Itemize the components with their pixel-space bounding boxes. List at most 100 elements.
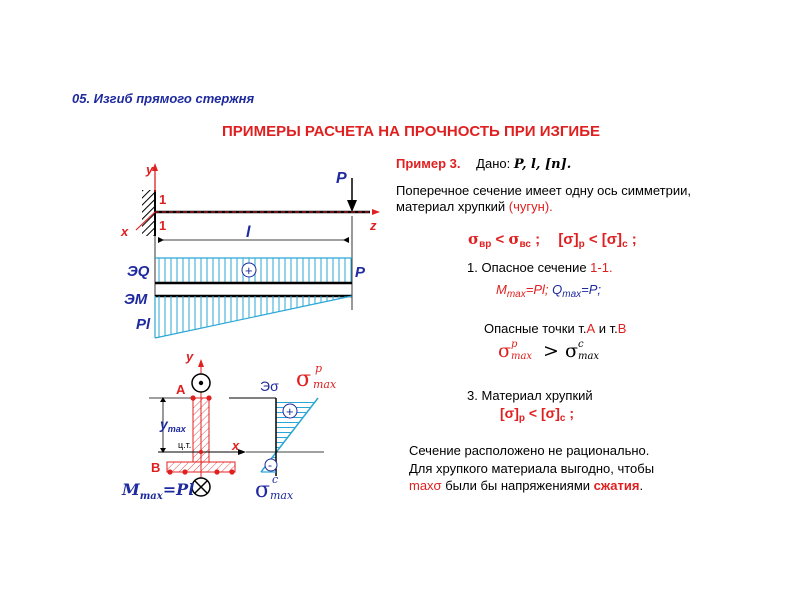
allowable-stress: [σ] xyxy=(500,405,519,421)
shear-plus: + xyxy=(245,263,253,278)
description-line1: Поперечное сечение имеет одну ось симмет… xyxy=(396,183,691,198)
description-text: материал хрупкий xyxy=(396,199,509,214)
points-text: и т. xyxy=(595,321,618,336)
load-label: P xyxy=(336,170,347,187)
dimension-arrow xyxy=(343,237,349,243)
conclusion-text: были бы напряжениями xyxy=(441,478,594,493)
section-header: 05. Изгиб прямого стержня xyxy=(72,91,255,106)
moment-base: M xyxy=(121,480,141,499)
stress-plus: + xyxy=(286,404,294,419)
step1-text: 1. Опасное сечение xyxy=(467,260,591,275)
section-y-label: y xyxy=(185,349,194,364)
moment-symbol: M xyxy=(496,282,507,297)
moment-max-label: Mmax=Pl xyxy=(121,480,194,502)
operator: < xyxy=(491,231,509,248)
sigma-tension: σ xyxy=(296,367,311,392)
sub-text: с xyxy=(622,239,628,250)
description-line2: материал хрупкий (чугун). xyxy=(396,199,553,214)
ymax-label: ymax xyxy=(159,416,187,434)
beam-scheme: y x z 1 1 l P xyxy=(120,162,380,338)
point-a-label: А xyxy=(586,321,596,336)
point-b-marker xyxy=(214,469,220,475)
operator: < xyxy=(584,231,602,248)
cross-icon xyxy=(194,480,208,494)
dot-icon xyxy=(198,380,204,386)
sigma-tension-sup: p xyxy=(315,362,322,375)
allowable-stress: [σ] xyxy=(601,231,623,248)
conclusion-line1: Сечение расположено не рационально. xyxy=(409,443,650,458)
z-axis-arrow xyxy=(372,209,380,215)
sub-text: р xyxy=(518,413,526,424)
step1: 1. Опасное сечение 1-1. xyxy=(467,260,613,275)
example-label: Пример 3. xyxy=(396,156,461,171)
given-prefix: Дано: xyxy=(476,156,511,171)
point-a-marker xyxy=(206,395,212,401)
t-flange xyxy=(166,461,236,473)
point-b-marker xyxy=(167,469,173,475)
moment-diagram-label: ЭМ xyxy=(124,291,148,308)
dimension-arrow xyxy=(160,397,166,402)
y-axis-arrow xyxy=(152,163,158,171)
page-title: ПРИМЕРЫ РАСЧЕТА НА ПРОЧНОСТЬ ПРИ ИЗГИБЕ xyxy=(222,123,600,140)
sigma-symbol: σ xyxy=(468,230,480,248)
example-given: Пример 3. Дано: P, l, [n]. xyxy=(396,156,571,172)
moment-value-label: Pl xyxy=(136,316,151,333)
stress-diagram-label: Эσ xyxy=(260,378,279,394)
sigma-symbol: σ xyxy=(498,340,511,362)
sup-text: c xyxy=(577,339,584,350)
step3-condition: [σ]р < [σ]с ; xyxy=(500,405,574,424)
stress-diagram: + - Эσ σ p max σ c max xyxy=(229,362,337,503)
separator: ; xyxy=(530,231,541,248)
shear-diagram-label: ЭQ xyxy=(127,263,150,280)
allowable-stress: [σ] xyxy=(558,231,579,248)
point-b-marker xyxy=(229,469,235,475)
operator: > xyxy=(536,340,565,362)
beam-y-label: y xyxy=(145,162,154,177)
load-arrow-head xyxy=(347,200,357,212)
point-b-label: В xyxy=(151,460,160,475)
cross-section: y x А В ц.т. ymax Mmax=Pl xyxy=(121,349,246,502)
conclusion-text: . xyxy=(639,478,644,493)
step3: 3. Материал хрупкий xyxy=(467,388,593,403)
point-b-label: В xyxy=(617,321,627,336)
sigma-compression-sup: c xyxy=(272,473,278,486)
section-y-arrow xyxy=(198,359,204,367)
operator: < xyxy=(525,405,541,421)
neutral-axis-arrow xyxy=(238,449,246,455)
section-name: 1-1. xyxy=(590,260,613,275)
sigma-tension-sub: max xyxy=(313,378,337,391)
fixed-wall xyxy=(142,190,155,236)
sigma-symbol: σ xyxy=(508,230,520,248)
shear-diagram: + ЭQ P xyxy=(127,257,366,285)
separator: ; xyxy=(627,231,637,248)
minus-sign-circle xyxy=(264,458,278,472)
points-text: Опасные точки т. xyxy=(484,321,587,336)
max-sigma: maxσ xyxy=(409,478,442,493)
sub-text: max xyxy=(510,351,533,362)
moment-eq: =Pl xyxy=(163,480,195,499)
moment-slope xyxy=(154,295,353,339)
point-a-label: А xyxy=(176,382,186,397)
sub-text: вс xyxy=(519,239,531,250)
moment-diagram: ЭМ Pl xyxy=(124,291,353,339)
max-values: Mmax=Pl; Qmax=P; xyxy=(496,282,601,300)
sub-text: max xyxy=(506,289,526,300)
ymax-base: y xyxy=(159,416,169,432)
sigma-symbol: σ xyxy=(564,340,578,362)
separator: ; xyxy=(565,405,575,421)
material-name: (чугун). xyxy=(508,199,553,214)
shear-value: =P; xyxy=(581,282,602,297)
conclusion-line2: Для хрупкого материала выгодно, чтобы xyxy=(409,461,655,476)
conclusion-line3: maxσ были бы напряжениями сжатия. xyxy=(409,478,643,493)
given-values: P, l, [n]. xyxy=(513,157,572,172)
sigma-compression-sub: max xyxy=(270,489,294,502)
moment-sub: max xyxy=(140,491,164,502)
dimension-arrow xyxy=(160,448,166,453)
length-label: l xyxy=(246,224,251,241)
danger-points: Опасные точки т.А и т.В xyxy=(484,321,626,336)
x-axis-line xyxy=(135,211,156,231)
sigma-compression: σ xyxy=(255,478,270,503)
plus-sign-circle xyxy=(282,403,298,419)
